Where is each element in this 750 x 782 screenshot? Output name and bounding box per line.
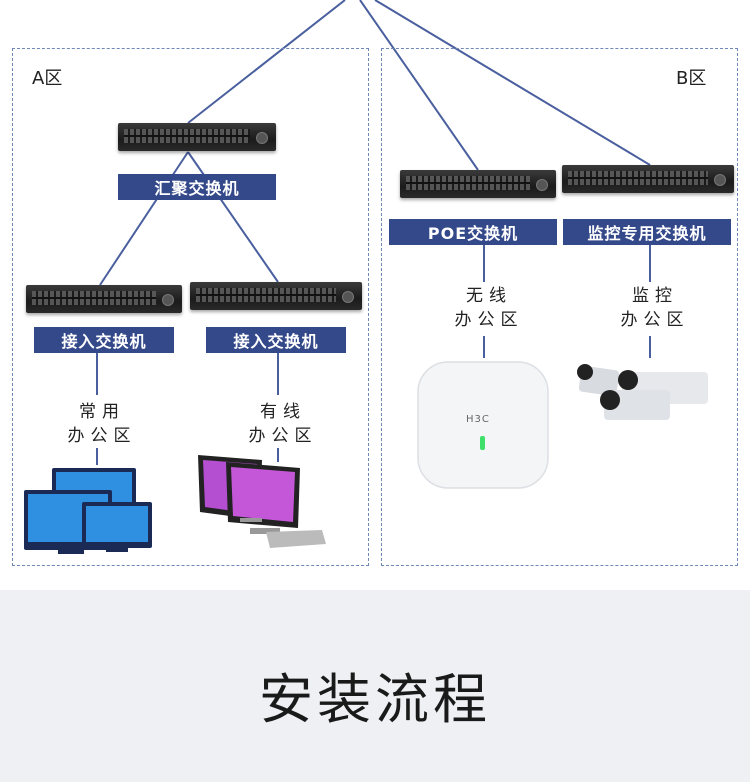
monitor-icon [82,502,152,552]
zone-b-label: B区 [676,68,707,89]
office-wired-label: 有线 办公区 [228,400,338,448]
zone-a-label: A区 [32,68,63,89]
footer-title: 安装流程 [259,668,491,731]
monitor-group-icon [24,468,152,554]
wireless-ap-icon [417,361,549,489]
uplink-poe [359,0,479,171]
aggregation-switch-label: 汇聚交换机 [118,174,276,200]
office-wired-line2: 办公区 [248,426,318,446]
monitoring-switch-device [562,165,734,193]
monitoring-switch-label: 监控专用交换机 [563,219,731,245]
zone-b [381,48,738,566]
device-illustrations [24,361,708,554]
office-monitoring-line1: 监控 [632,286,678,306]
poe-switch-device [400,170,556,198]
desktop-computers-icon [198,455,326,548]
access-switch-left-label: 接入交换机 [34,327,174,353]
uplink-aggregation [187,0,346,124]
zone-a [12,48,369,566]
access-switch-left-device [26,285,182,313]
security-camera-icon [577,364,708,420]
office-monitoring-label: 监控 办公区 [600,284,710,332]
office-wired-line1: 有线 [260,402,306,422]
aggregation-switch-device [118,123,276,151]
office-monitoring-line2: 办公区 [620,310,690,330]
access-switch-right-label: 接入交换机 [206,327,346,353]
poe-switch-label: POE交换机 [389,219,557,245]
office-common-line1: 常用 [79,402,125,422]
uplink-monitoring [374,0,651,166]
office-wireless-line1: 无线 [466,286,512,306]
ap-brand-label: H3C [466,414,490,425]
office-common-label: 常用 办公区 [47,400,157,448]
office-wireless-label: 无线 办公区 [434,284,544,332]
link-agg-access-right [187,151,279,283]
office-wireless-line2: 办公区 [454,310,524,330]
footer-band [0,590,750,782]
office-common-line2: 办公区 [67,426,137,446]
access-switch-right-device [190,282,362,310]
